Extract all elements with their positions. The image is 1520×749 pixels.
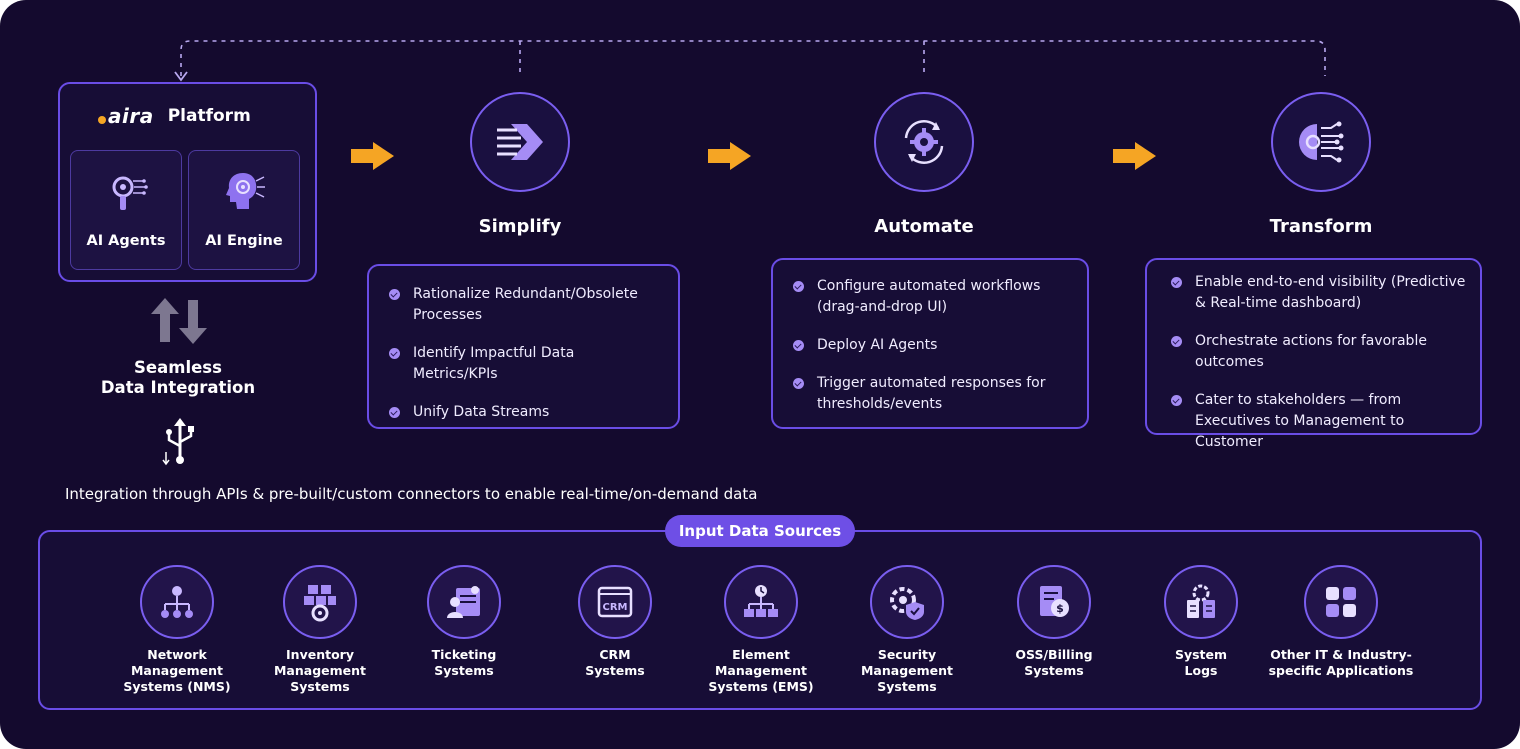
input-source-label: Ticketing Systems — [431, 647, 497, 678]
input-source-item: Security Management Systems — [832, 565, 982, 695]
svg-text:CRM: CRM — [603, 602, 628, 613]
svg-text:$: $ — [1056, 602, 1064, 615]
input-source-label: Element Management Systems (EMS) — [708, 647, 814, 694]
list-item: Cater to stakeholders — from Executives … — [1171, 390, 1472, 453]
list-item: Deploy AI Agents — [793, 335, 1069, 356]
up-down-arrows-icon — [151, 298, 207, 344]
check-icon — [389, 348, 400, 359]
list-item: Rationalize Redundant/Obsolete Processes — [389, 284, 660, 326]
input-sources-title: Input Data Sources — [665, 515, 855, 547]
stage-title-transform: Transform — [1269, 216, 1373, 237]
flow-arrow-icon — [708, 142, 751, 170]
input-source-item: Network Management Systems (NMS) — [102, 565, 252, 695]
check-icon — [793, 281, 804, 292]
input-source-item: Inventory Management Systems — [245, 565, 395, 695]
element-management-icon — [724, 565, 798, 639]
input-source-label: Network Management Systems (NMS) — [123, 647, 231, 694]
ai-engine-icon — [226, 173, 265, 209]
platform-header: aira Platform — [98, 104, 251, 128]
input-source-label: Security Management Systems — [860, 647, 953, 694]
network-icon — [140, 565, 214, 639]
list-item: Enable end-to-end visibility (Predictive… — [1171, 272, 1472, 314]
automate-gear-icon — [904, 120, 944, 164]
input-source-label: CRM Systems — [585, 647, 645, 678]
ai-agents-card: AI Agents — [70, 150, 182, 270]
logs-icon — [1164, 565, 1238, 639]
simplify-panel: Rationalize Redundant/Obsolete Processes… — [367, 264, 680, 429]
automate-panel: Configure automated workflows (drag-and-… — [771, 258, 1089, 429]
check-icon — [793, 378, 804, 389]
simplify-icon — [497, 124, 543, 160]
platform-panel: aira Platform AI Agents — [58, 82, 317, 282]
integration-note: Integration through APIs & pre-built/cus… — [65, 485, 758, 503]
list-item: Unify Data Streams — [389, 402, 660, 423]
input-source-label: Inventory Management Systems — [273, 647, 366, 694]
input-source-item: Other IT & Industry- specific Applicatio… — [1266, 565, 1416, 679]
stage-title-automate: Automate — [874, 216, 974, 237]
check-icon — [1171, 395, 1182, 406]
input-source-label: OSS/Billing Systems — [1015, 647, 1093, 678]
input-source-item: Element Management Systems (EMS) — [686, 565, 836, 695]
brand-name: aira — [108, 104, 154, 128]
billing-icon: $ — [1017, 565, 1091, 639]
flow-arrow-icon — [1113, 142, 1156, 170]
check-icon — [389, 289, 400, 300]
transform-ai-icon — [1299, 121, 1344, 163]
aira-logo-icon — [98, 116, 106, 124]
input-source-label: Other IT & Industry- specific Applicatio… — [1268, 647, 1414, 678]
security-icon — [870, 565, 944, 639]
list-item: Identify Impactful Data Metrics/KPIs — [389, 343, 660, 385]
input-source-item: CRM CRM Systems — [540, 565, 690, 679]
flow-arrow-icon — [351, 142, 394, 170]
usb-icon — [162, 418, 194, 466]
list-item: Orchestrate actions for favorable outcom… — [1171, 331, 1472, 373]
stage-title-simplify: Simplify — [478, 216, 562, 237]
input-source-item: $ OSS/Billing Systems — [979, 565, 1129, 679]
check-icon — [1171, 336, 1182, 347]
ai-engine-card: AI Engine — [188, 150, 300, 270]
crm-icon: CRM — [578, 565, 652, 639]
check-icon — [389, 407, 400, 418]
input-source-item: System Logs — [1126, 565, 1276, 679]
input-source-label: System Logs — [1174, 647, 1228, 678]
list-item: Configure automated workflows (drag-and-… — [793, 276, 1069, 318]
check-icon — [793, 340, 804, 351]
transform-circle — [1271, 92, 1371, 192]
ai-agents-label: AI Agents — [86, 233, 166, 249]
inventory-icon — [283, 565, 357, 639]
check-icon — [1171, 277, 1182, 288]
apps-grid-icon — [1304, 565, 1378, 639]
ai-agent-icon — [112, 176, 148, 210]
transform-panel: Enable end-to-end visibility (Predictive… — [1145, 258, 1482, 450]
ai-engine-label: AI Engine — [205, 233, 283, 249]
input-source-item: Ticketing Systems — [389, 565, 539, 679]
ticketing-icon — [427, 565, 501, 639]
list-item: Trigger automated responses for threshol… — [793, 373, 1069, 415]
integration-title: Seamless Data Integration — [100, 358, 256, 397]
feedback-loop — [174, 40, 1326, 82]
platform-title: Platform — [167, 106, 251, 126]
automate-circle — [874, 92, 974, 192]
simplify-circle — [470, 92, 570, 192]
